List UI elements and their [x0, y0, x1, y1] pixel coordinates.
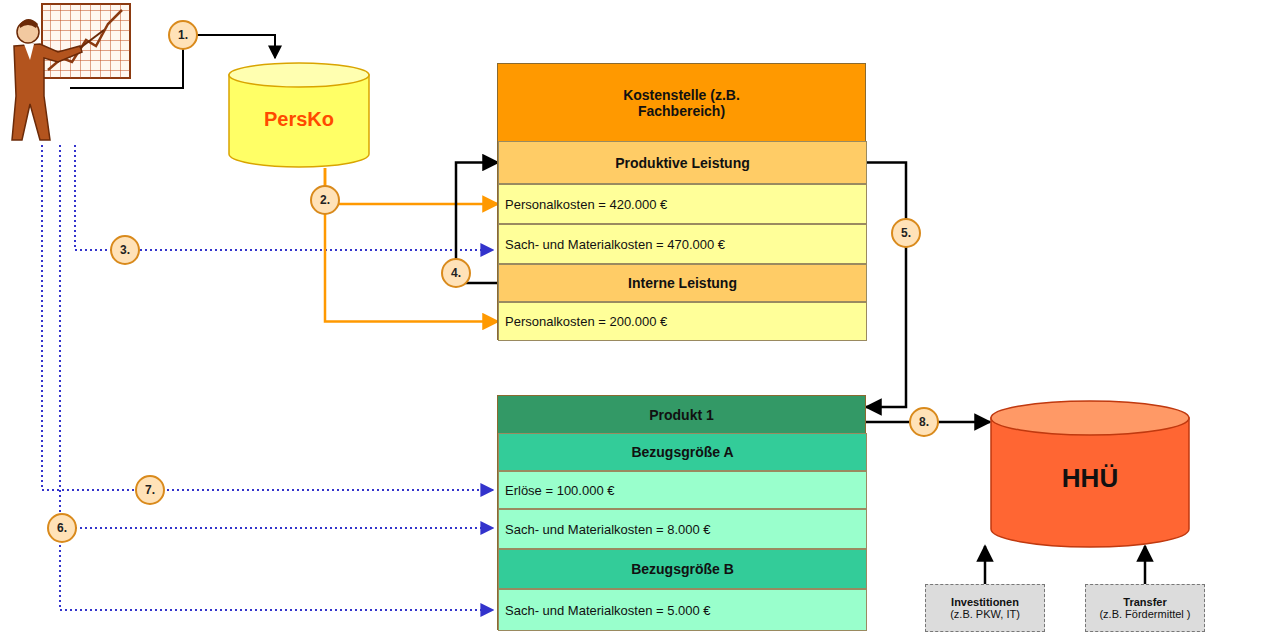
flow-connector [325, 168, 498, 204]
value-row: Sach- und Materialkosten = 5.000 € [498, 589, 867, 631]
input-box: Investitionen(z.B. PKW, IT) [925, 584, 1045, 632]
flow-connector [984, 546, 987, 584]
callout-number: 2. [310, 185, 340, 215]
node-text: Bezugsgröße A [631, 444, 733, 460]
node-text: HHÜ [1062, 463, 1118, 494]
node-text: (z.B. Fördermittel ) [1099, 608, 1190, 620]
section-header: Interne Leistung [498, 264, 867, 302]
callout-number: 5. [891, 218, 921, 248]
section-header: Produktive Leistung [498, 141, 867, 184]
flow-connector [1144, 546, 1147, 584]
database-cylinder: PersKo [228, 62, 370, 168]
section-header: Bezugsgröße B [498, 549, 867, 589]
node-text: Personalkosten = 200.000 € [499, 314, 673, 329]
callout-number: 6. [47, 513, 77, 543]
node-text: Bezugsgröße B [631, 561, 734, 577]
node-text: PersKo [264, 108, 334, 131]
node-text: (z.B. PKW, IT) [950, 608, 1020, 620]
value-row: Erlöse = 100.000 € [498, 471, 867, 509]
flow-connector [325, 168, 498, 322]
node-text: Transfer [1123, 596, 1166, 608]
node-text: Investitionen [951, 596, 1019, 608]
node-text: Interne Leistung [628, 275, 737, 291]
node-text: Sach- und Materialkosten = 470.000 € [499, 237, 731, 252]
node-text: Produktive Leistung [615, 155, 750, 171]
value-row: Personalkosten = 420.000 € [498, 184, 867, 224]
value-row: Sach- und Materialkosten = 8.000 € [498, 509, 867, 549]
callout-number: 1. [168, 20, 198, 50]
node-text: Produkt 1 [532, 396, 832, 433]
value-row: Sach- und Materialkosten = 470.000 € [498, 224, 867, 264]
node-text: Sach- und Materialkosten = 8.000 € [499, 522, 717, 537]
input-box: Transfer(z.B. Fördermittel ) [1085, 584, 1205, 632]
product-box: Produkt 1 Bezugsgröße A Erlöse = 100.000 €… [497, 395, 866, 630]
cost-center-box: Kostenstelle (z.B. Fachbereich) Produktiv… [497, 63, 866, 340]
callout-number: 4. [441, 258, 471, 288]
presenter-illustration [12, 4, 130, 140]
callout-number: 7. [135, 475, 165, 505]
node-text: Kostenstelle (z.B. Fachbereich) [587, 64, 777, 141]
value-row: Personalkosten = 200.000 € [498, 302, 867, 341]
callout-number: 8. [909, 407, 939, 437]
database-cylinder: HHÜ [990, 400, 1190, 548]
callout-number: 3. [110, 235, 140, 265]
section-header: Bezugsgröße A [498, 433, 867, 471]
node-text: Personalkosten = 420.000 € [499, 197, 673, 212]
node-text: Sach- und Materialkosten = 5.000 € [499, 603, 717, 618]
flow-connector [866, 163, 906, 408]
node-text: Erlöse = 100.000 € [499, 483, 621, 498]
